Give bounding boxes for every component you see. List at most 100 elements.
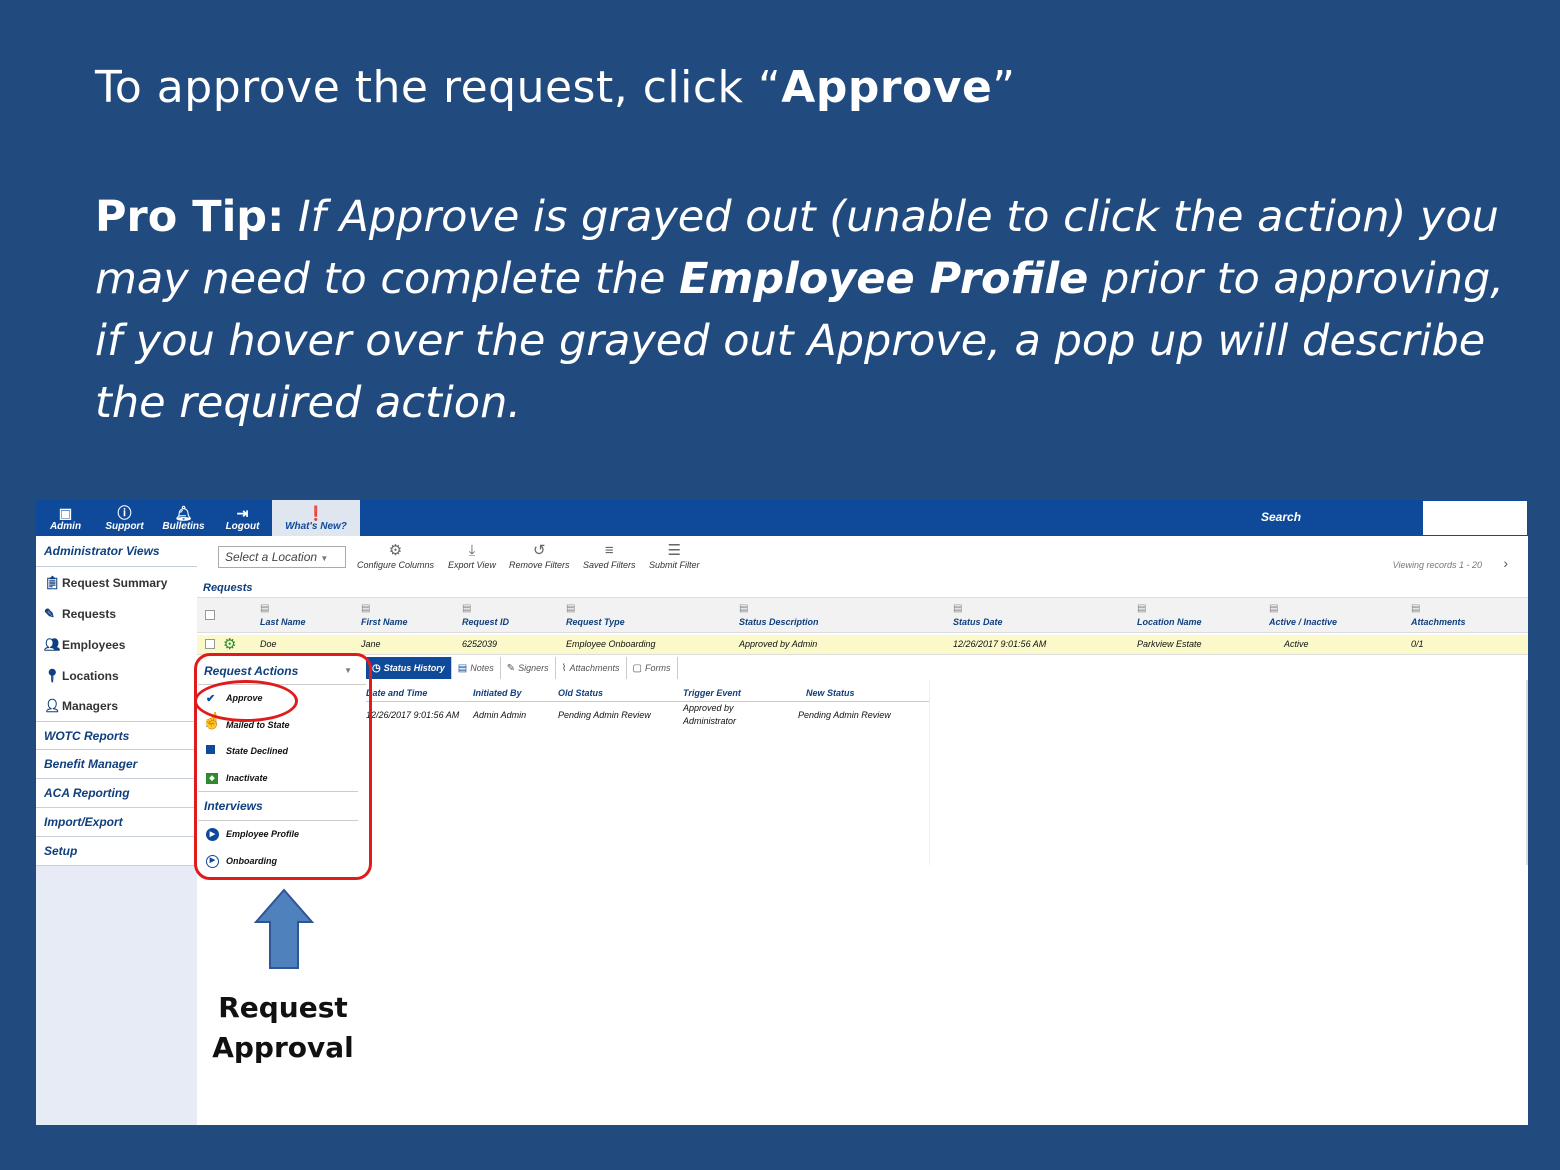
col-request-id[interactable]: Request ID (462, 617, 510, 627)
chevron-down-icon: ▼ (320, 554, 329, 563)
col-request-type[interactable]: Request Type (566, 617, 625, 627)
map-pin-icon: 📍︎ (44, 667, 61, 683)
column-menu-icon[interactable]: ▤ (739, 603, 749, 614)
sidebar-item-request-summary[interactable]: 📋︎Request Summary (36, 567, 197, 598)
edit-icon: ✎ (44, 605, 55, 621)
nav-whats-new[interactable]: ❗What's New? (272, 500, 360, 536)
sidebar-header-admin-views[interactable]: Administrator Views (36, 536, 197, 567)
tab-status-history[interactable]: ◷Status History (366, 657, 452, 679)
state-declined-action[interactable]: State Declined (198, 738, 366, 765)
toolbar: Select a Location ▼ ⚙Configure Columns ⤓… (197, 536, 1528, 584)
hist-col-initiated-by: Initiated By (473, 688, 522, 698)
person-icon: 👤︎ (44, 698, 61, 713)
tab-attachments[interactable]: ⌇Attachments (556, 657, 627, 679)
gear-icon[interactable]: ⚙ (223, 636, 237, 653)
sidebar-section-benefit-manager[interactable]: Benefit Manager (36, 750, 197, 779)
cell-status-date: 12/26/2017 9:01:56 AM (953, 639, 1047, 649)
hist-col-new-status: New Status (806, 688, 855, 698)
cell-attachments: 0/1 (1411, 639, 1424, 649)
col-attachments[interactable]: Attachments (1411, 617, 1466, 627)
inactivate-icon: ◆ (206, 773, 218, 785)
bell-icon: 🔔︎ (174, 504, 193, 521)
nav-bulletins[interactable]: 🔔︎Bulletins (162, 504, 205, 532)
column-menu-icon[interactable]: ▤ (566, 603, 576, 614)
col-status-description[interactable]: Status Description (739, 617, 819, 627)
employee-profile-action[interactable]: ▶Employee Profile (198, 821, 366, 848)
export-view-button[interactable]: ⤓Export View (448, 542, 496, 570)
column-menu-icon[interactable]: ▤ (1269, 603, 1279, 614)
sidebar-section-import-export[interactable]: Import/Export (36, 808, 197, 837)
select-all-checkbox[interactable] (205, 610, 215, 620)
column-menu-icon[interactable]: ▤ (1411, 603, 1421, 614)
nav-logout[interactable]: ⇥Logout (225, 504, 260, 532)
history-row: 12/26/2017 9:01:56 AM Admin Admin Pendin… (366, 703, 930, 729)
sidebar-item-employees[interactable]: 👥︎Employees (36, 629, 197, 660)
logout-icon: ⇥ (236, 504, 249, 521)
sidebar-item-managers[interactable]: 👤︎Managers (36, 691, 197, 722)
tab-signers[interactable]: ✎Signers (501, 657, 556, 679)
up-arrow-icon (254, 888, 314, 969)
column-menu-icon[interactable]: ▤ (260, 603, 270, 614)
saved-filters-button[interactable]: ≡Saved Filters (583, 542, 636, 570)
col-active-inactive[interactable]: Active / Inactive (1269, 617, 1338, 627)
sidebar-section-setup[interactable]: Setup (36, 837, 197, 866)
column-menu-icon[interactable]: ▤ (953, 603, 963, 614)
filter-icon: ☰ (667, 542, 681, 559)
nav-admin[interactable]: ▣Admin (49, 504, 82, 532)
sidebar-section-wotc-reports[interactable]: WOTC Reports (36, 722, 197, 750)
sidebar-item-locations[interactable]: 📍︎Locations (36, 660, 197, 691)
tab-forms[interactable]: ▢Forms (627, 657, 678, 679)
cell-location-name: Parkview Estate (1137, 639, 1202, 649)
hist-old-status: Pending Admin Review (558, 710, 651, 720)
next-page-icon[interactable]: › (1503, 555, 1508, 571)
play-circle-icon: ▶ (206, 827, 226, 842)
sidebar: Administrator Views 📋︎Request Summary ✎R… (36, 536, 197, 1125)
download-icon: ⤓ (468, 542, 476, 559)
col-first-name[interactable]: First Name (361, 617, 408, 627)
divider (929, 680, 930, 865)
sidebar-section-aca-reporting[interactable]: ACA Reporting (36, 779, 197, 808)
mailed-to-state-action[interactable]: ✉Mailed to State (206, 719, 290, 732)
viewing-records: Viewing records 1 - 20 (1392, 560, 1482, 570)
column-menu-icon[interactable]: ▤ (462, 603, 472, 614)
cell-request-type: Employee Onboarding (566, 639, 656, 649)
divider (1526, 680, 1528, 865)
list-add-icon: ≡ (604, 542, 614, 559)
hist-date: 12/26/2017 9:01:56 AM (366, 710, 460, 720)
inactivate-action[interactable]: ◆Inactivate (198, 765, 366, 792)
hist-new-status: Pending Admin Review (798, 710, 891, 720)
row-checkbox[interactable] (205, 639, 215, 649)
col-location-name[interactable]: Location Name (1137, 617, 1202, 627)
cell-request-id: 6252039 (462, 639, 498, 649)
detail-tabs: ◷Status History ▤Notes ✎Signers ⌇Attachm… (366, 657, 678, 679)
remove-filters-button[interactable]: ↺Remove Filters (509, 542, 570, 570)
square-icon (206, 745, 215, 755)
configure-columns-button[interactable]: ⚙Configure Columns (357, 542, 435, 570)
col-last-name[interactable]: Last Name (260, 617, 306, 627)
column-menu-icon[interactable]: ▤ (361, 603, 371, 614)
request-actions-header[interactable]: Request Actions▼ (198, 657, 366, 685)
tab-notes[interactable]: ▤Notes (452, 657, 501, 679)
cell-active: Active (1284, 639, 1309, 649)
mail-icon: ✉ (206, 719, 216, 732)
sidebar-item-requests[interactable]: ✎Requests (36, 598, 197, 629)
search-input[interactable] (1423, 501, 1527, 535)
history-icon: ↺ (532, 542, 546, 559)
inactivate-icon: ◆ (206, 771, 226, 785)
table-row[interactable]: ⚙ Doe Jane 6252039 Employee Onboarding A… (197, 635, 1528, 655)
submit-filter-button[interactable]: ☰Submit Filter (649, 542, 700, 570)
people-icon: 👥︎ (44, 636, 61, 652)
slide-title: To approve the request, click “Approve” (95, 62, 1016, 113)
highlight-box (194, 653, 372, 880)
grid-header: ▤ Last Name ▤ First Name ▤ Request ID ▤ … (197, 597, 1528, 633)
hist-initiated-by: Admin Admin (473, 710, 527, 720)
cell-first-name: Jane (361, 639, 381, 649)
chevron-down-icon: ▼ (344, 666, 352, 675)
column-menu-icon[interactable]: ▤ (1137, 603, 1147, 614)
comment-icon: ▤ (457, 662, 468, 674)
location-select[interactable]: Select a Location ▼ (218, 546, 346, 568)
col-status-date[interactable]: Status Date (953, 617, 1003, 627)
